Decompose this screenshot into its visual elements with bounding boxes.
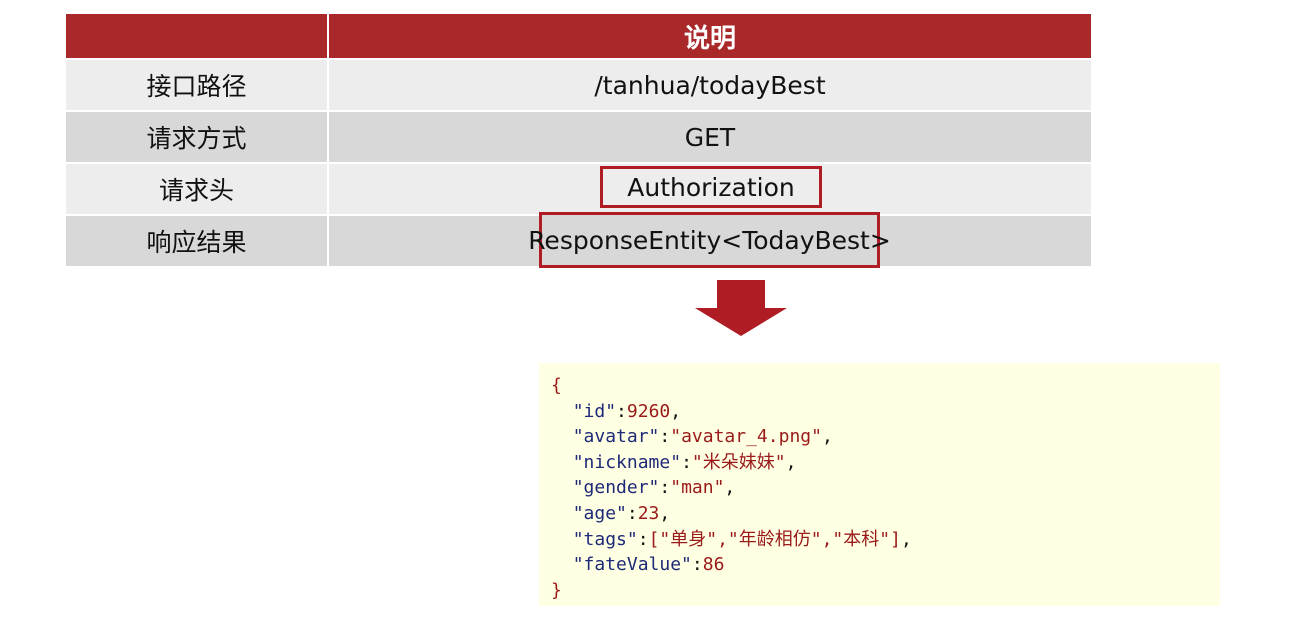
json-key: "fateValue" (572, 554, 692, 576)
row-value-container: Authorization (329, 164, 1091, 214)
json-value: 86 (702, 554, 725, 576)
row-value: /tanhua/todayBest (594, 70, 826, 100)
header-value-cell: 说明 (683, 23, 736, 54)
json-key: "tags" (572, 528, 638, 550)
json-suffix: , (821, 426, 833, 448)
header-key-cell (66, 14, 329, 58)
json-colon: : (626, 502, 638, 524)
json-value: ["单身","年龄相仿","本科"] (648, 528, 901, 550)
json-value: "man" (670, 477, 725, 499)
json-line: "fateValue":86 (551, 552, 1208, 578)
json-line: "nickname":"米朵妹妹", (551, 450, 1208, 476)
row-value-container: ResponseEntity<TodayBest> (329, 212, 1091, 268)
json-key: "gender" (572, 477, 660, 499)
json-key: "avatar" (572, 426, 660, 448)
table-row-path: 接口路径 /tanhua/todayBest (66, 58, 1091, 110)
json-key: "age" (572, 502, 627, 524)
json-suffix: , (670, 400, 682, 422)
json-line: "id":9260, (551, 399, 1208, 425)
json-line: "gender":"man", (551, 475, 1208, 501)
authorization-highlight-box: Authorization (600, 166, 822, 208)
json-value: 23 (637, 502, 660, 524)
row-key: 接口路径 (66, 60, 329, 110)
json-key: "id" (572, 400, 617, 422)
json-value: 9260 (626, 400, 671, 422)
json-response-example: { "id":9260, "avatar":"avatar_4.png", "n… (539, 363, 1220, 606)
down-arrow-icon (695, 280, 787, 336)
row-key: 请求头 (66, 164, 329, 214)
table-row-headers: 请求头 Authorization (66, 162, 1091, 214)
table-header-row: 说明 (66, 14, 1091, 58)
json-key: "nickname" (572, 451, 682, 473)
json-close-brace: } (551, 579, 562, 601)
table-row-response: 响应结果 ResponseEntity<TodayBest> (66, 212, 1091, 268)
json-line: "avatar":"avatar_4.png", (551, 424, 1208, 450)
json-value: "avatar_4.png" (670, 426, 822, 448)
json-lines: "id":9260, "avatar":"avatar_4.png", "nic… (551, 399, 1208, 578)
table-row-method: 请求方式 GET (66, 110, 1091, 162)
json-colon: : (659, 426, 671, 448)
row-key: 响应结果 (66, 216, 329, 266)
json-line: "tags":["单身","年龄相仿","本科"], (551, 527, 1208, 553)
json-open-brace: { (551, 375, 562, 396)
row-value: GET (684, 122, 736, 152)
json-colon: : (659, 477, 671, 499)
json-line: "age":23, (551, 501, 1208, 527)
json-colon: : (637, 528, 649, 550)
api-spec-table: 说明 接口路径 /tanhua/todayBest 请求方式 GET 请求头 A… (66, 14, 1091, 268)
json-colon: : (616, 400, 627, 422)
response-highlight-box: ResponseEntity<TodayBest> (528, 212, 891, 268)
json-suffix: , (785, 451, 797, 473)
json-suffix: , (724, 477, 736, 499)
json-colon: : (691, 554, 703, 576)
row-key: 请求方式 (66, 112, 329, 162)
json-colon: : (681, 451, 692, 473)
json-value: "米朵妹妹" (691, 451, 786, 473)
json-suffix: , (659, 502, 671, 524)
json-suffix: , (900, 528, 912, 550)
